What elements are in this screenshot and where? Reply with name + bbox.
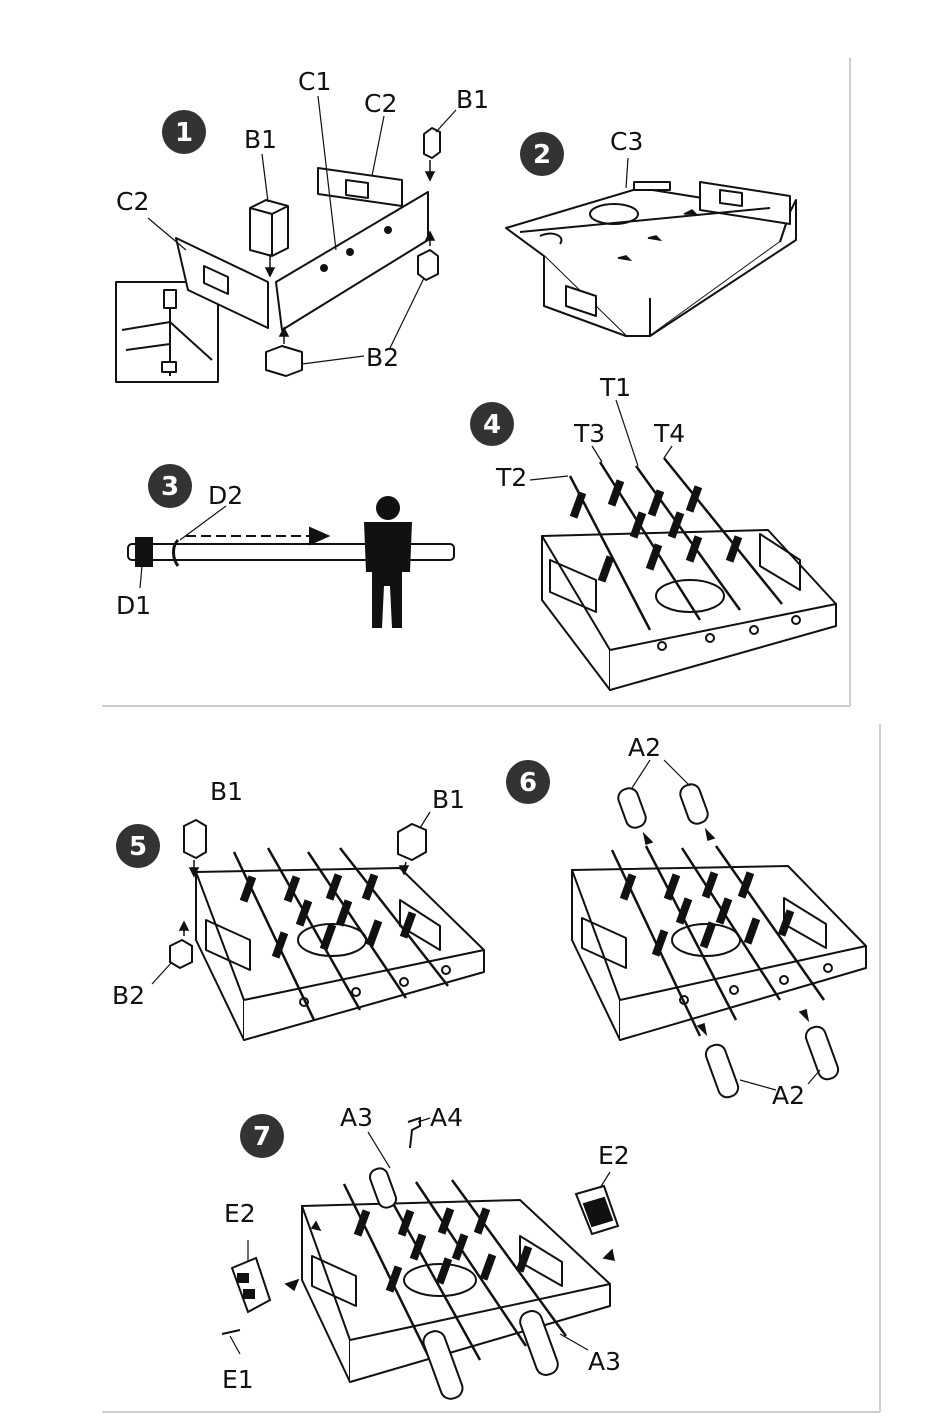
svg-text:7: 7 [253, 1122, 271, 1152]
step-2-table-body [506, 182, 796, 336]
handle-a2 [678, 782, 710, 826]
label-t3: T3 [573, 419, 605, 448]
step-4-badge: 4 [470, 402, 514, 446]
corner-block-b2-bottom [266, 346, 302, 376]
label-t4: T4 [653, 419, 685, 448]
step-1-badge: 1 [162, 110, 206, 154]
handle-a2 [703, 1042, 740, 1100]
label-t1: T1 [599, 373, 631, 402]
svg-text:2: 2 [533, 140, 551, 170]
svg-text:4: 4 [483, 410, 501, 440]
label-b1: B1 [456, 85, 489, 114]
svg-text:6: 6 [519, 768, 537, 798]
label-b1: B1 [432, 785, 465, 814]
rod-handle-d1 [136, 538, 152, 566]
step-5-badge: 5 [116, 824, 160, 868]
svg-text:3: 3 [161, 472, 179, 502]
label-a2: A2 [772, 1081, 805, 1110]
step-6-badge: 6 [506, 760, 550, 804]
label-c2: C2 [364, 89, 397, 118]
step-6-table [572, 866, 866, 1040]
side-panel-c1 [276, 192, 428, 330]
label-a4: A4 [430, 1103, 463, 1132]
handle-a2 [616, 786, 648, 830]
step-2-leader [626, 158, 628, 188]
label-a3: A3 [588, 1347, 621, 1376]
corner-block-b1-left [184, 820, 206, 858]
label-a2: A2 [628, 733, 661, 762]
label-b2: B2 [366, 343, 399, 372]
scorer-e2-left [232, 1258, 270, 1312]
corner-block-b1-right [398, 824, 426, 860]
step-3-badge: 3 [148, 464, 192, 508]
label-c2: C2 [116, 187, 149, 216]
label-c3: C3 [610, 127, 643, 156]
step-7-table [302, 1200, 610, 1382]
step-2-badge: 2 [520, 132, 564, 176]
label-b1: B1 [244, 125, 277, 154]
label-d2: D2 [208, 481, 243, 510]
corner-block-b2 [170, 940, 192, 968]
label-e2: E2 [224, 1199, 256, 1228]
corner-block-b2-right [418, 250, 438, 280]
player-figure [364, 496, 412, 628]
step-7-badge: 7 [240, 1114, 284, 1158]
svg-text:1: 1 [175, 118, 193, 148]
svg-text:5: 5 [129, 832, 147, 862]
label-c1: C1 [298, 67, 331, 96]
label-e2: E2 [598, 1141, 630, 1170]
corner-block-b1-right [424, 128, 440, 158]
label-a3: A3 [340, 1103, 373, 1132]
label-d1: D1 [116, 591, 151, 620]
label-b1: B1 [210, 777, 243, 806]
label-t2: T2 [495, 463, 527, 492]
screw-e1 [222, 1330, 240, 1334]
step-5-table [196, 868, 484, 1040]
step-3-slide-arrow [186, 528, 328, 544]
label-e1: E1 [222, 1365, 254, 1394]
handle-a2 [803, 1024, 840, 1082]
label-b2: B2 [112, 981, 145, 1010]
